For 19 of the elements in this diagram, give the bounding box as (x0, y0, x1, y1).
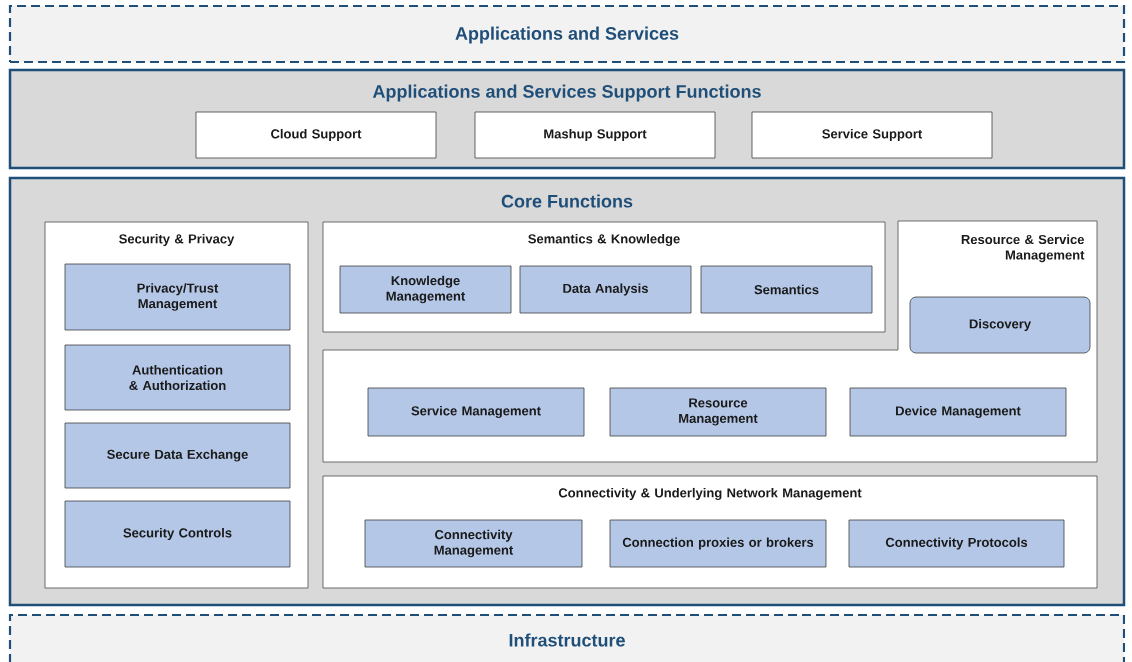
function-box: Semantics (700, 265, 873, 314)
function-box: Secure Data Exchange (64, 422, 291, 489)
function-box: Device Management (849, 387, 1067, 437)
function-box: Authentication & Authorization (64, 344, 291, 411)
function-box: Resource Management (609, 387, 827, 437)
function-box: Security Controls (64, 500, 291, 568)
function-box: Knowledge Management (339, 265, 512, 314)
function-box: Data Analysis (519, 265, 692, 314)
layer-band: Infrastructure (8, 613, 1126, 662)
function-box: Service Management (367, 387, 585, 437)
function-box: Connectivity Management (364, 519, 583, 568)
function-box: Connection proxies or brokers (609, 519, 827, 568)
function-box: Privacy/Trust Management (64, 263, 291, 331)
function-box: Service Support (751, 111, 993, 159)
function-box: Cloud Support (195, 111, 437, 159)
function-box: Discovery (909, 296, 1091, 354)
layer-band: Applications and Services (8, 4, 1126, 64)
function-box: Mashup Support (474, 111, 716, 159)
function-box: Connectivity Protocols (848, 519, 1065, 568)
